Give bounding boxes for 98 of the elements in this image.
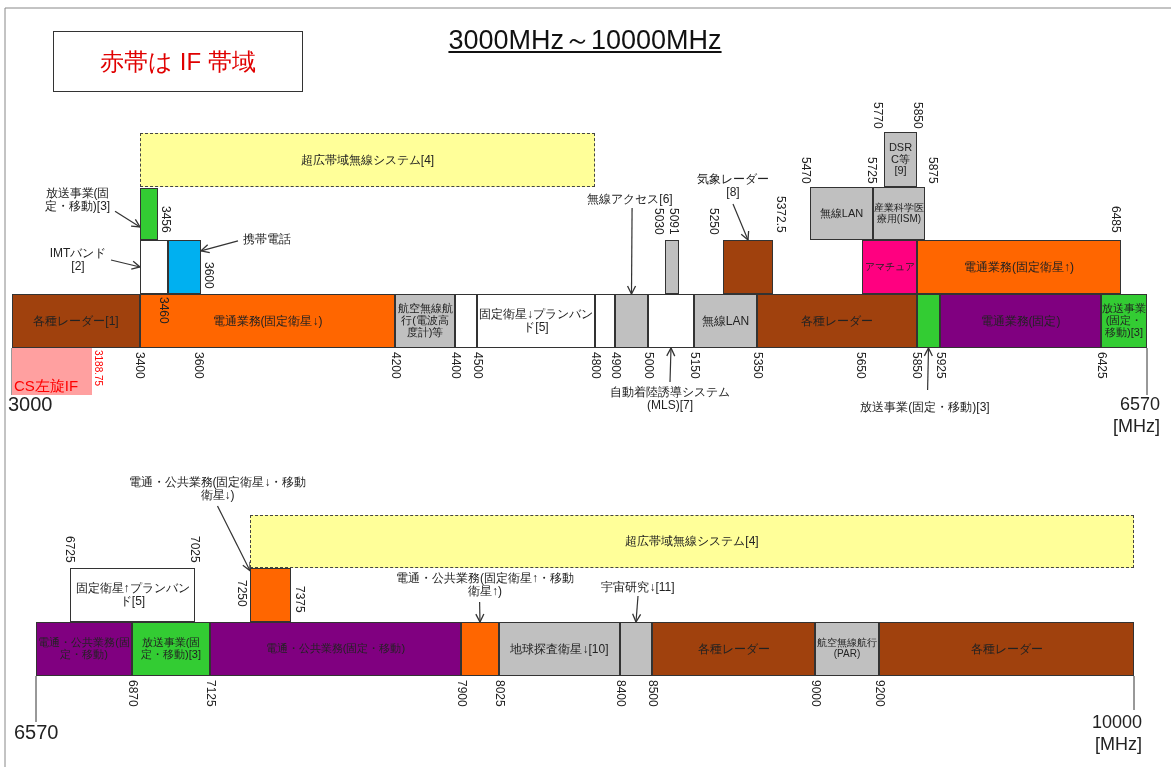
frequency-label: 5925 (935, 352, 947, 379)
band-box (455, 294, 477, 348)
frequency-label: 5350 (752, 352, 764, 379)
band-box (168, 240, 201, 294)
frequency-label: 4400 (450, 352, 462, 379)
frequency-label: 5250 (708, 208, 720, 235)
band-box: 航空無線航行(PAR) (815, 622, 879, 676)
scale-end-label: 6570 (14, 722, 59, 742)
service-label: 気象レーダー[8] (694, 168, 772, 204)
band-box: 無線LAN (694, 294, 757, 348)
band-box: 固定衛星↓プランバンド[5] (477, 294, 595, 348)
frequency-label: 4200 (390, 352, 402, 379)
service-label: 携帯電話 (238, 230, 296, 248)
scale-end-label: 6570 [MHz] (1112, 394, 1160, 438)
arrow (475, 601, 485, 623)
band-box (595, 294, 615, 348)
frequency-label: 5150 (689, 352, 701, 379)
band-box (917, 294, 940, 348)
band-box: 各種レーダー[1] (12, 294, 140, 348)
service-label: 放送事業(固定・移動)[3] (860, 390, 990, 424)
band-box (665, 240, 679, 294)
arrow (666, 347, 676, 383)
band-box: 産業科学医療用(ISM) (873, 187, 925, 240)
scale-end-label: 10000 [MHz] (1090, 712, 1142, 756)
frequency-label: 7900 (456, 680, 468, 707)
frequency-label: 7250 (236, 580, 248, 607)
frequency-label: 9000 (810, 680, 822, 707)
band-box (620, 622, 652, 676)
frequency-label: 5850 (912, 102, 924, 129)
frequency-label: 5770 (872, 102, 884, 129)
band-box (250, 568, 291, 622)
arrow (114, 210, 141, 228)
frequency-label: 3460 (158, 297, 170, 324)
band-box (461, 622, 499, 676)
frequency-label: 3400 (134, 352, 146, 379)
band-box: 固定衛星↑プランバンド[5] (70, 568, 195, 622)
frequency-label: 8400 (615, 680, 627, 707)
service-label: 電通・公共業務(固定衛星↓・移動衛星↓) (125, 472, 310, 506)
frequency-label: 9200 (874, 680, 886, 707)
band-box: 航空無線航行(電波高度計)等 (395, 294, 455, 348)
frequency-label: 5372.5 (775, 196, 787, 233)
band-box: 無線LAN (810, 187, 873, 240)
band-box: 地球探査衛星↓[10] (499, 622, 620, 676)
band-box (648, 294, 694, 348)
band-box: 電通・公共業務(固定・移動) (210, 622, 461, 676)
frequency-label: 5470 (800, 157, 812, 184)
arrow (626, 207, 637, 295)
frequency-label: 8025 (494, 680, 506, 707)
frequency-label: 3600 (203, 262, 215, 289)
title: 3000MHz～10000MHz (447, 24, 723, 57)
frequency-label: 4500 (472, 352, 484, 379)
band-box: 電通・公共業務(固定・移動) (36, 622, 132, 676)
arrow (110, 259, 141, 270)
frequency-label: 6425 (1096, 352, 1108, 379)
frequency-label: 3188.75 (93, 350, 103, 387)
if-band-box: CS左旋IF (12, 348, 92, 395)
service-label: 自動着陸誘導システム(MLS)[7] (605, 382, 735, 416)
frequency-label: 7025 (189, 536, 201, 563)
service-label: 宇宙研究↓[11] (588, 578, 688, 596)
frequency-label: 7125 (205, 680, 217, 707)
band-box (140, 240, 168, 294)
band-box (615, 294, 648, 348)
frequency-label: 5850 (911, 352, 923, 379)
band-box: 電通業務(固定衛星↑) (917, 240, 1121, 294)
band-box (140, 188, 158, 240)
service-label: 電通・公共業務(固定衛星↑・移動衛星↑) (395, 568, 575, 602)
band-box: DSRC等[9] (884, 132, 917, 187)
frequency-label: 5000 (643, 352, 655, 379)
frequency-label: 8500 (647, 680, 659, 707)
band-box: アマチュア (862, 240, 917, 294)
band-box: 電通業務(固定) (940, 294, 1101, 348)
band-box (723, 240, 773, 294)
service-label: 放送事業(固定・移動)[3] (40, 172, 115, 228)
frequency-label: 4900 (610, 352, 622, 379)
scale-end-label: 3000 (8, 394, 53, 414)
frequency-label: 5030 (653, 208, 665, 235)
arrow (632, 595, 642, 623)
note-box: 赤帯は IF 帯域 (53, 31, 303, 92)
arrow (923, 347, 933, 391)
frequency-label: 6870 (127, 680, 139, 707)
frequency-label: 6725 (64, 536, 76, 563)
frequency-label: 5725 (866, 157, 878, 184)
band-box: 超広帯域無線システム[4] (140, 133, 595, 187)
band-box: 各種レーダー (652, 622, 815, 676)
service-label: 無線アクセス[6] (578, 190, 682, 208)
service-label: IMTバンド[2] (45, 242, 111, 278)
band-box: 放送事業(固定・移動)[3] (1101, 294, 1147, 348)
frequency-label: 4800 (590, 352, 602, 379)
arrow (200, 240, 239, 254)
frequency-label: 7375 (294, 586, 306, 613)
band-box: 超広帯域無線システム[4] (250, 515, 1134, 568)
arrow (732, 203, 750, 241)
frequency-label: 5875 (927, 157, 939, 184)
band-box: 放送事業(固定・移動)[3] (132, 622, 210, 676)
frequency-label: 3456 (160, 206, 172, 233)
band-box: 各種レーダー (757, 294, 917, 348)
band-box: 各種レーダー (879, 622, 1134, 676)
arrow (216, 505, 251, 572)
